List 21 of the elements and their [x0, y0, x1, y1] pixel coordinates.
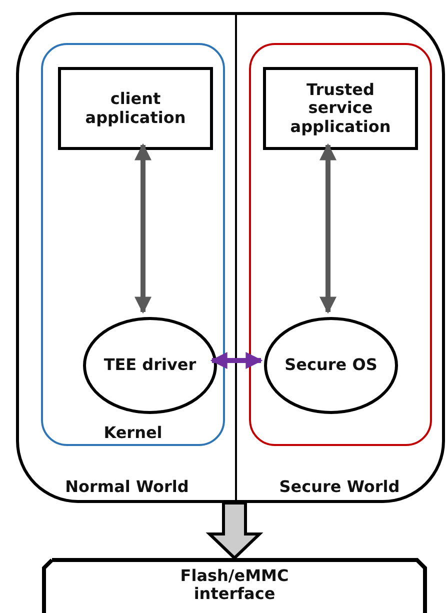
- process-box: [58, 67, 213, 150]
- node-label: client application: [84, 90, 187, 127]
- node-label: Secure OS: [284, 356, 378, 375]
- block-arrow: [206, 502, 264, 560]
- secure-container: [249, 43, 432, 446]
- ellipse-node: [264, 317, 398, 414]
- node-label: Flash/eMMC interface: [179, 566, 290, 604]
- node-label: TEE driver: [104, 356, 196, 375]
- node-label: Kernel: [104, 424, 162, 442]
- secure-world-panel: [236, 12, 445, 503]
- ellipse-node: [83, 317, 217, 414]
- kernel-container: [41, 43, 225, 446]
- process-box: [263, 67, 418, 150]
- node-label: Secure World: [279, 478, 400, 496]
- node-label: Trusted service application: [289, 80, 392, 136]
- normal-world-panel: [16, 12, 236, 503]
- double-arrow: [210, 352, 263, 369]
- node-label: Normal World: [65, 478, 189, 496]
- double-arrow: [134, 143, 152, 314]
- interface-box: [42, 558, 427, 612]
- double-arrow: [320, 143, 336, 314]
